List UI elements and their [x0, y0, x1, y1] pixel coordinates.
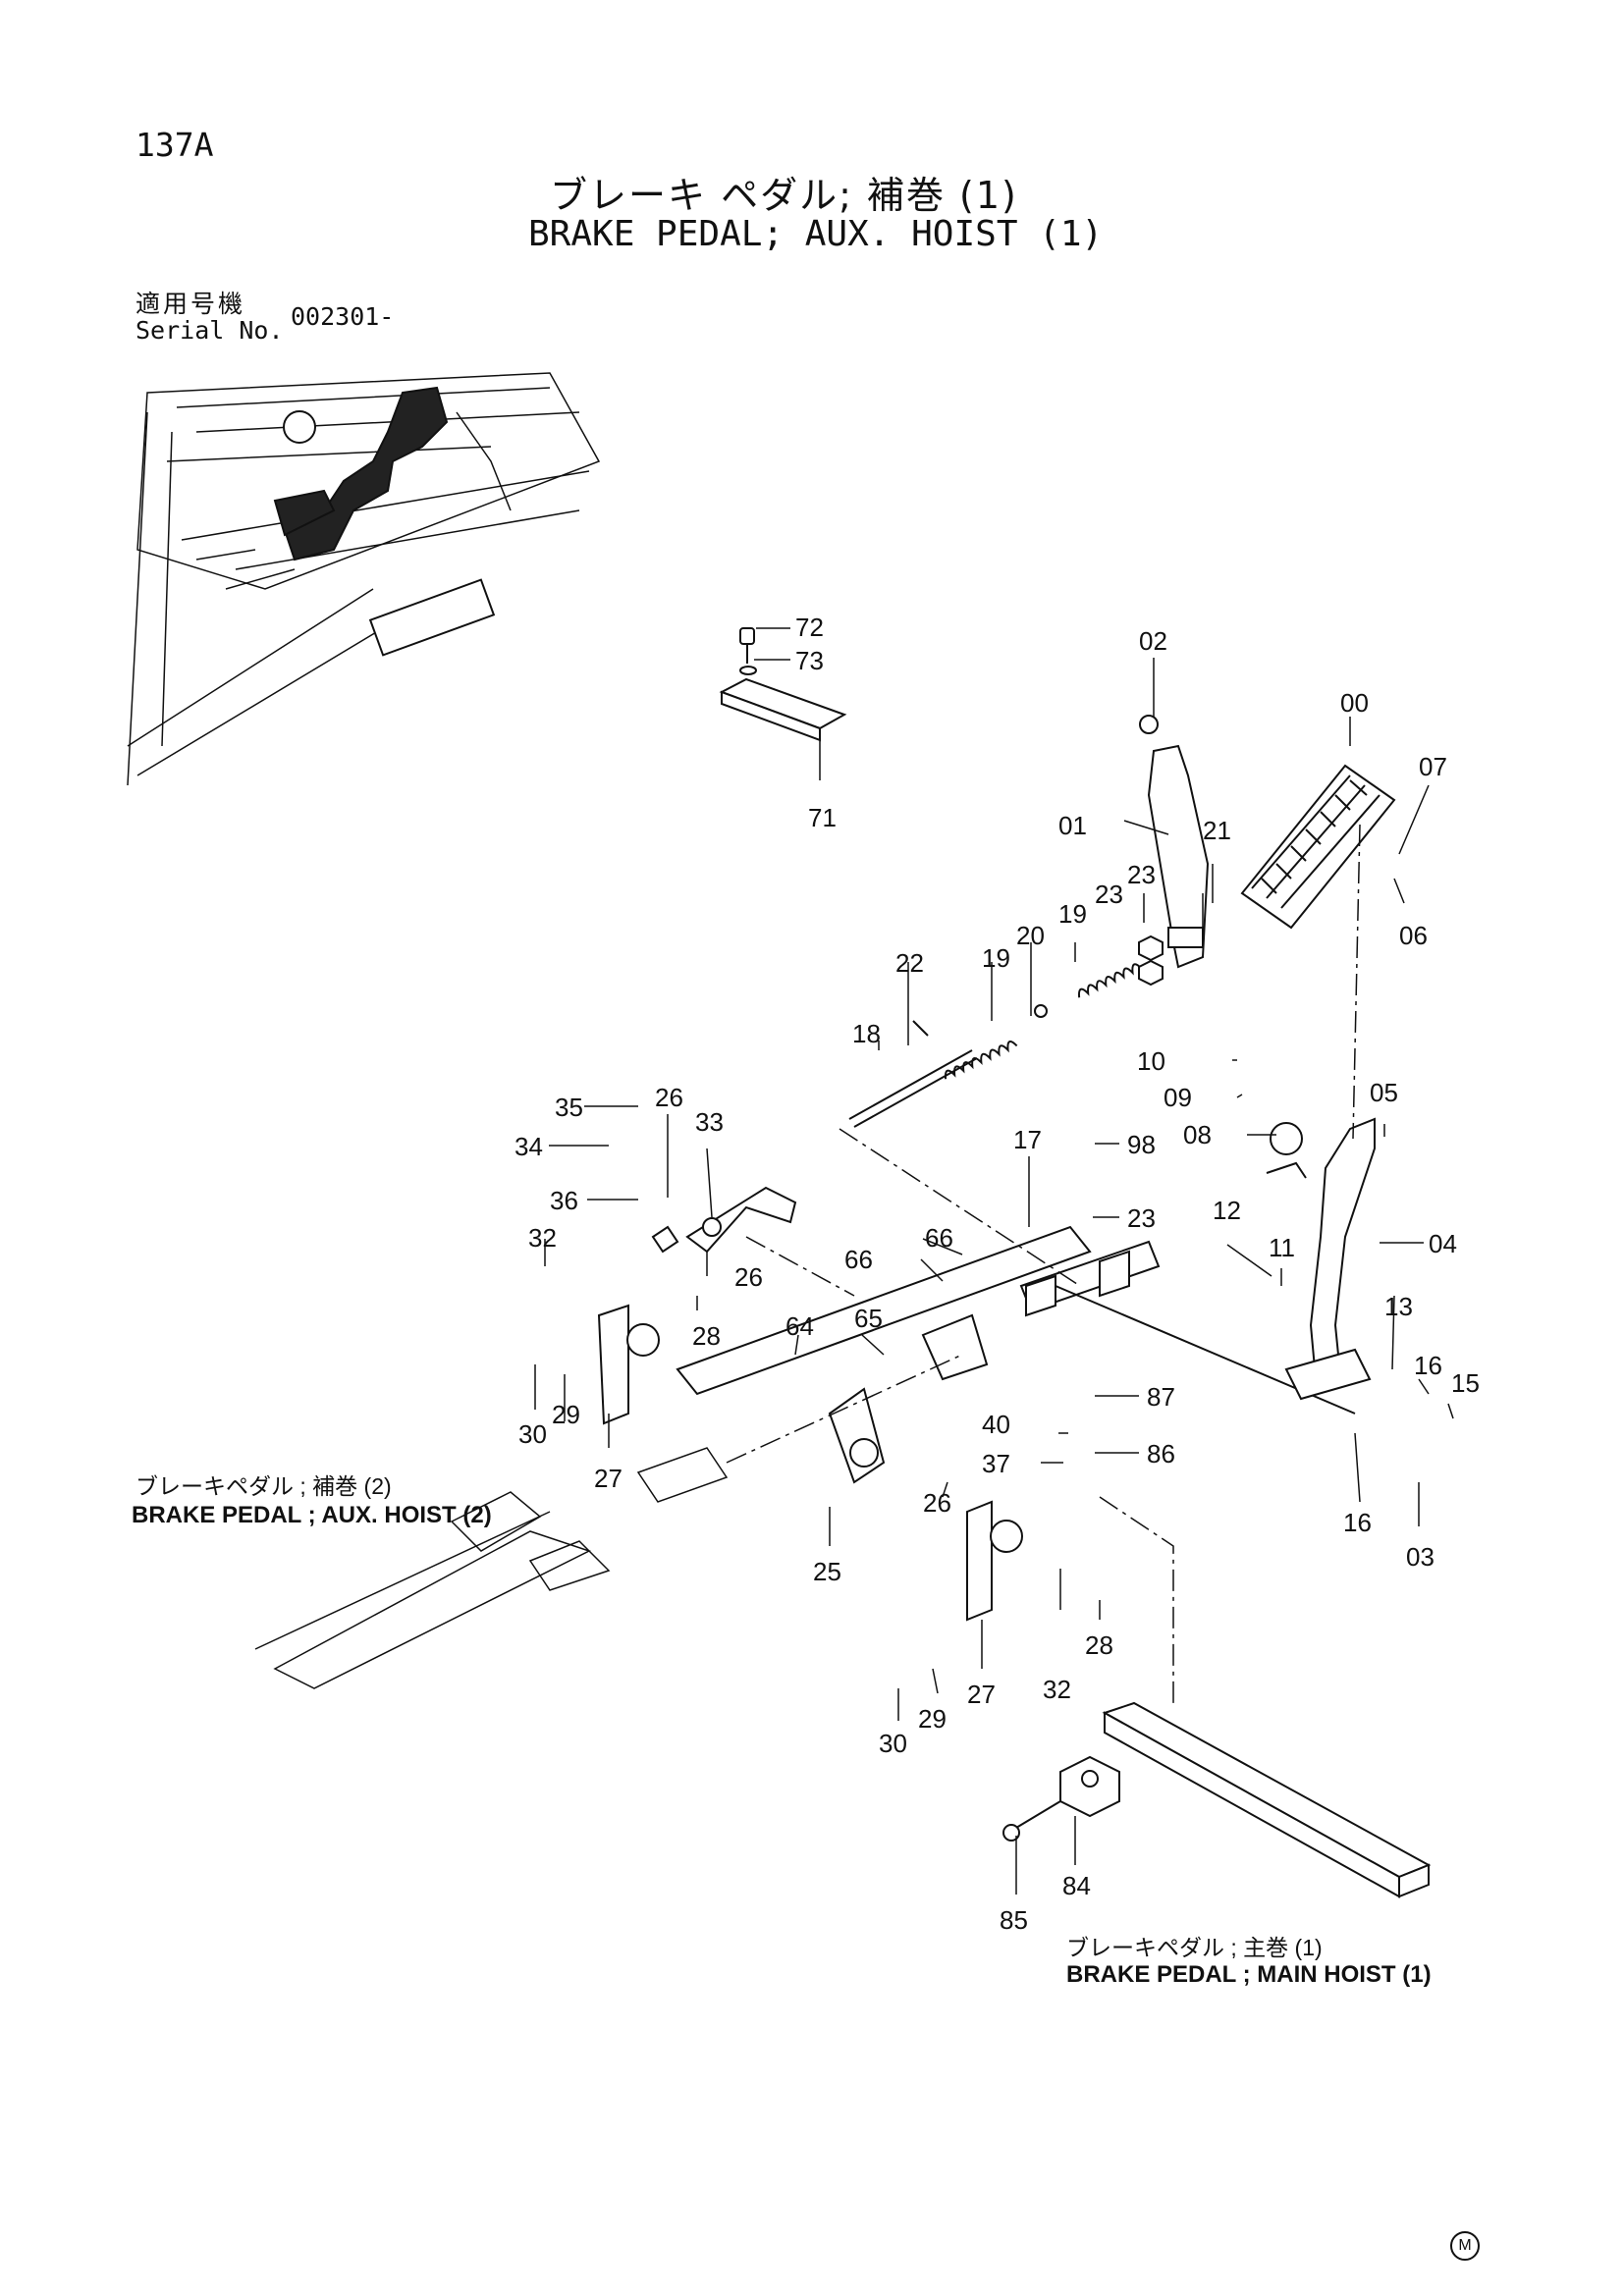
part-label-15: 15: [1451, 1368, 1480, 1398]
part-label-26a: 26: [655, 1083, 683, 1112]
assembly-guide-lines: [745, 824, 1361, 1708]
part-label-21: 21: [1203, 816, 1231, 845]
part-label-23b: 23: [1095, 880, 1123, 909]
part-label-30b: 30: [879, 1729, 907, 1758]
part-label-19a: 19: [1058, 899, 1087, 929]
part-label-72: 72: [795, 613, 824, 642]
part-label-16a: 16: [1414, 1351, 1442, 1380]
reference-main-hoist-1-en: BRAKE PEDAL ; MAIN HOIST (1): [1066, 1961, 1432, 1988]
part-label-36: 36: [550, 1186, 578, 1215]
part-labels: 72 73 71 02 00 07 01 21 23 23 19 20 19 2…: [514, 613, 1480, 1935]
part-label-23a: 23: [1127, 860, 1156, 889]
part-label-29b: 29: [918, 1704, 947, 1734]
part-label-64: 64: [785, 1311, 814, 1341]
part-label-12: 12: [1213, 1196, 1241, 1225]
part-label-66a: 66: [925, 1223, 953, 1253]
reference-main-hoist-1-jp: ブレーキペダル ; 主巻 (1): [1066, 1935, 1323, 1960]
part-label-25: 25: [813, 1557, 841, 1586]
pedal-arm-upper: [1139, 715, 1210, 969]
spring-rod-assembly: [848, 934, 1164, 1128]
part-label-01: 01: [1058, 811, 1087, 840]
part-label-32a: 32: [528, 1223, 557, 1253]
serial-label-jp: 適用号機: [135, 290, 246, 318]
part-label-30a: 30: [518, 1419, 547, 1449]
part-label-10: 10: [1137, 1046, 1165, 1076]
pedal-arm-lower: [1266, 1117, 1376, 1401]
pedal-pad: [1240, 764, 1396, 930]
part-label-05: 05: [1370, 1078, 1398, 1107]
part-label-08: 08: [1183, 1120, 1212, 1149]
serial-label-en: Serial No.: [135, 316, 284, 345]
page-title-en: BRAKE PEDAL; AUX. HOIST (1): [528, 214, 1104, 254]
shaft-assembly: [597, 1225, 1356, 1622]
part-label-20: 20: [1016, 921, 1045, 950]
part-label-71: 71: [808, 803, 837, 832]
part-label-27a: 27: [594, 1464, 623, 1493]
part-label-98: 98: [1127, 1130, 1156, 1159]
corner-mark: M: [1450, 2231, 1480, 2261]
part-label-34: 34: [514, 1132, 543, 1161]
part-label-40: 40: [982, 1410, 1010, 1439]
part-label-33: 33: [695, 1107, 724, 1137]
machine-overview-sketch: [127, 372, 601, 786]
reference-aux-hoist-2-jp: ブレーキペダル ; 補巻 (2): [135, 1473, 392, 1499]
part-label-03: 03: [1406, 1542, 1435, 1572]
leader-lines: [534, 627, 1454, 1895]
part-label-22: 22: [895, 948, 924, 978]
part-label-27b: 27: [967, 1680, 996, 1709]
part-label-19b: 19: [982, 943, 1010, 973]
part-label-02: 02: [1139, 626, 1167, 656]
part-label-86: 86: [1147, 1439, 1175, 1468]
part-label-66b: 66: [844, 1245, 873, 1274]
page-number: 137A: [135, 126, 214, 164]
page-title-jp: ブレーキ ペダル; 補巻 (1): [550, 174, 1018, 217]
part-label-37: 37: [982, 1449, 1010, 1478]
part-label-65: 65: [854, 1304, 883, 1333]
part-label-28b: 28: [1085, 1630, 1113, 1660]
part-label-85: 85: [1000, 1905, 1028, 1935]
main-hoist-beam: [1002, 1701, 1432, 1898]
part-label-16b: 16: [1343, 1508, 1372, 1537]
part-label-18: 18: [852, 1019, 881, 1048]
part-label-07: 07: [1419, 752, 1447, 781]
aux-hoist-extension-sketch: [254, 1354, 963, 1689]
part-label-29a: 29: [552, 1400, 580, 1429]
part-label-13: 13: [1384, 1292, 1413, 1321]
part-label-11: 11: [1269, 1233, 1295, 1262]
part-label-87: 87: [1147, 1382, 1175, 1412]
part-label-84: 84: [1062, 1871, 1091, 1900]
part-label-35: 35: [555, 1093, 583, 1122]
part-label-28a: 28: [692, 1321, 721, 1351]
serial-number: 002301-: [291, 302, 395, 331]
part-label-04: 04: [1429, 1229, 1457, 1258]
reference-aux-hoist-2-en: BRAKE PEDAL ; AUX. HOIST (2): [132, 1502, 492, 1528]
part-label-09: 09: [1164, 1083, 1192, 1112]
part-label-26c: 26: [923, 1488, 951, 1518]
part-label-73: 73: [795, 646, 824, 675]
part-label-23c: 23: [1127, 1203, 1156, 1233]
part-label-00: 00: [1340, 688, 1369, 718]
part-label-17: 17: [1013, 1125, 1042, 1154]
bracket-33: [651, 1186, 797, 1254]
part-label-06: 06: [1399, 921, 1428, 950]
cover-plate-group: [719, 627, 847, 742]
part-label-32b: 32: [1043, 1675, 1071, 1704]
part-label-26b: 26: [734, 1262, 763, 1292]
